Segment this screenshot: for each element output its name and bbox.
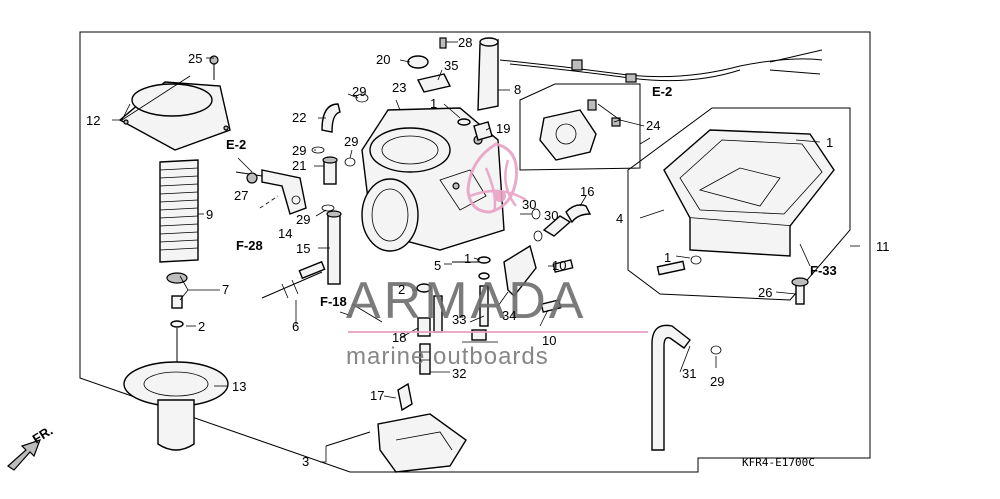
part-1-center: 1 [464,251,471,266]
screw-27 [246,172,258,184]
washer-2-center [416,283,432,293]
float-chamber-frame [627,107,851,301]
ref-f33: F-33 [810,263,837,278]
part-29-c: 29 [344,134,358,149]
part-1-drain: 1 [664,250,671,265]
overflow-tube-31 [651,324,722,451]
part-17: 17 [370,388,384,403]
part-19: 19 [496,121,510,136]
ref-e2-top: E-2 [652,84,672,99]
main-jet-32 [419,343,431,375]
part-28: 28 [458,35,472,50]
watermark-dot [494,190,506,202]
part-13: 13 [232,379,246,394]
part-27: 27 [234,188,248,203]
sub-frame-24 [519,83,641,171]
bolt-26 [791,277,809,305]
part-18: 18 [392,330,406,345]
part-29-a: 29 [292,143,306,158]
hose-22 [321,103,341,133]
hose-16 [542,204,592,237]
part-30-a: 30 [522,197,536,212]
ref-e2-left: E-2 [226,137,246,152]
part-29-b: 29 [352,84,366,99]
part-16: 16 [580,184,594,199]
screw-dash-f28 [259,195,279,209]
vacuum-piston-13 [123,361,229,451]
part-23: 23 [392,80,406,95]
clip-20 [407,55,429,69]
part-8: 8 [514,82,521,97]
float-bracket-34 [503,244,537,298]
part-10-a: 10 [552,258,566,273]
watermark-tagline: marine outboards [346,343,549,370]
outer-frame [79,31,871,473]
part-4: 4 [616,211,623,226]
clips-29 [311,93,369,212]
part-7: 7 [222,282,229,297]
spring-9 [159,159,199,263]
pipe-15 [326,210,342,285]
part-6: 6 [292,319,299,334]
part-29-d: 29 [296,212,310,227]
float-pin-17 [397,382,413,412]
part-20: 20 [376,52,390,67]
carburetor-body-23 [361,107,505,252]
ref-f18: F-18 [320,294,347,309]
screw-25 [209,55,219,80]
watermark-ring [466,142,519,214]
float-3 [325,413,467,473]
joint-21 [322,156,338,185]
screws-10 [540,259,574,313]
part-32: 32 [452,366,466,381]
part-15: 15 [296,241,310,256]
diagram-code: KFR4-E1700C [742,456,815,469]
diaphragm-cover-12 [118,81,231,151]
float-chamber-1 [663,129,835,257]
watermark-logo: ARMADA marine outboards [346,142,648,370]
part-2-left: 2 [198,319,205,334]
heater-8 [477,37,499,111]
part-35: 35 [444,58,458,73]
watermark-brand: ARMADA [346,272,586,330]
part-26: 26 [758,285,772,300]
part-33: 33 [452,312,466,327]
bracket-35 [416,73,452,93]
part-3: 3 [302,454,309,469]
needle-jet-7 [166,272,188,309]
washer-1-top [457,118,471,126]
main-jet-assembly-5 [452,256,498,343]
part-25: 25 [188,51,202,66]
part-34: 34 [502,308,516,323]
part-10-b: 10 [542,333,556,348]
part-29-e: 29 [710,374,724,389]
part-24: 24 [646,118,660,133]
front-direction-arrow [7,439,42,471]
auto-choke-24 [539,99,621,161]
part-1-right: 1 [826,135,833,150]
part-14: 14 [278,226,292,241]
part-5: 5 [434,258,441,273]
part-30-b: 30 [544,208,558,223]
leader-lines [112,41,860,463]
part-31: 31 [682,366,696,381]
part-22: 22 [292,110,306,125]
part-1-top: 1 [430,96,437,111]
part-9: 9 [206,207,213,222]
screw-28 [439,37,447,49]
part-11: 11 [876,239,890,254]
part-21: 21 [292,158,306,173]
ref-f28: F-28 [236,238,263,253]
drain-screw-1-right [656,255,702,276]
part-12: 12 [86,113,100,128]
part-2-center: 2 [398,282,405,297]
pilot-screw-6 [261,260,326,299]
throttle-stop-bracket-14 [235,169,307,215]
clips-30 [531,208,543,242]
float-chamber-linkage-19 [473,121,493,141]
watermark-rule [348,331,648,333]
heater-wire [499,49,823,83]
